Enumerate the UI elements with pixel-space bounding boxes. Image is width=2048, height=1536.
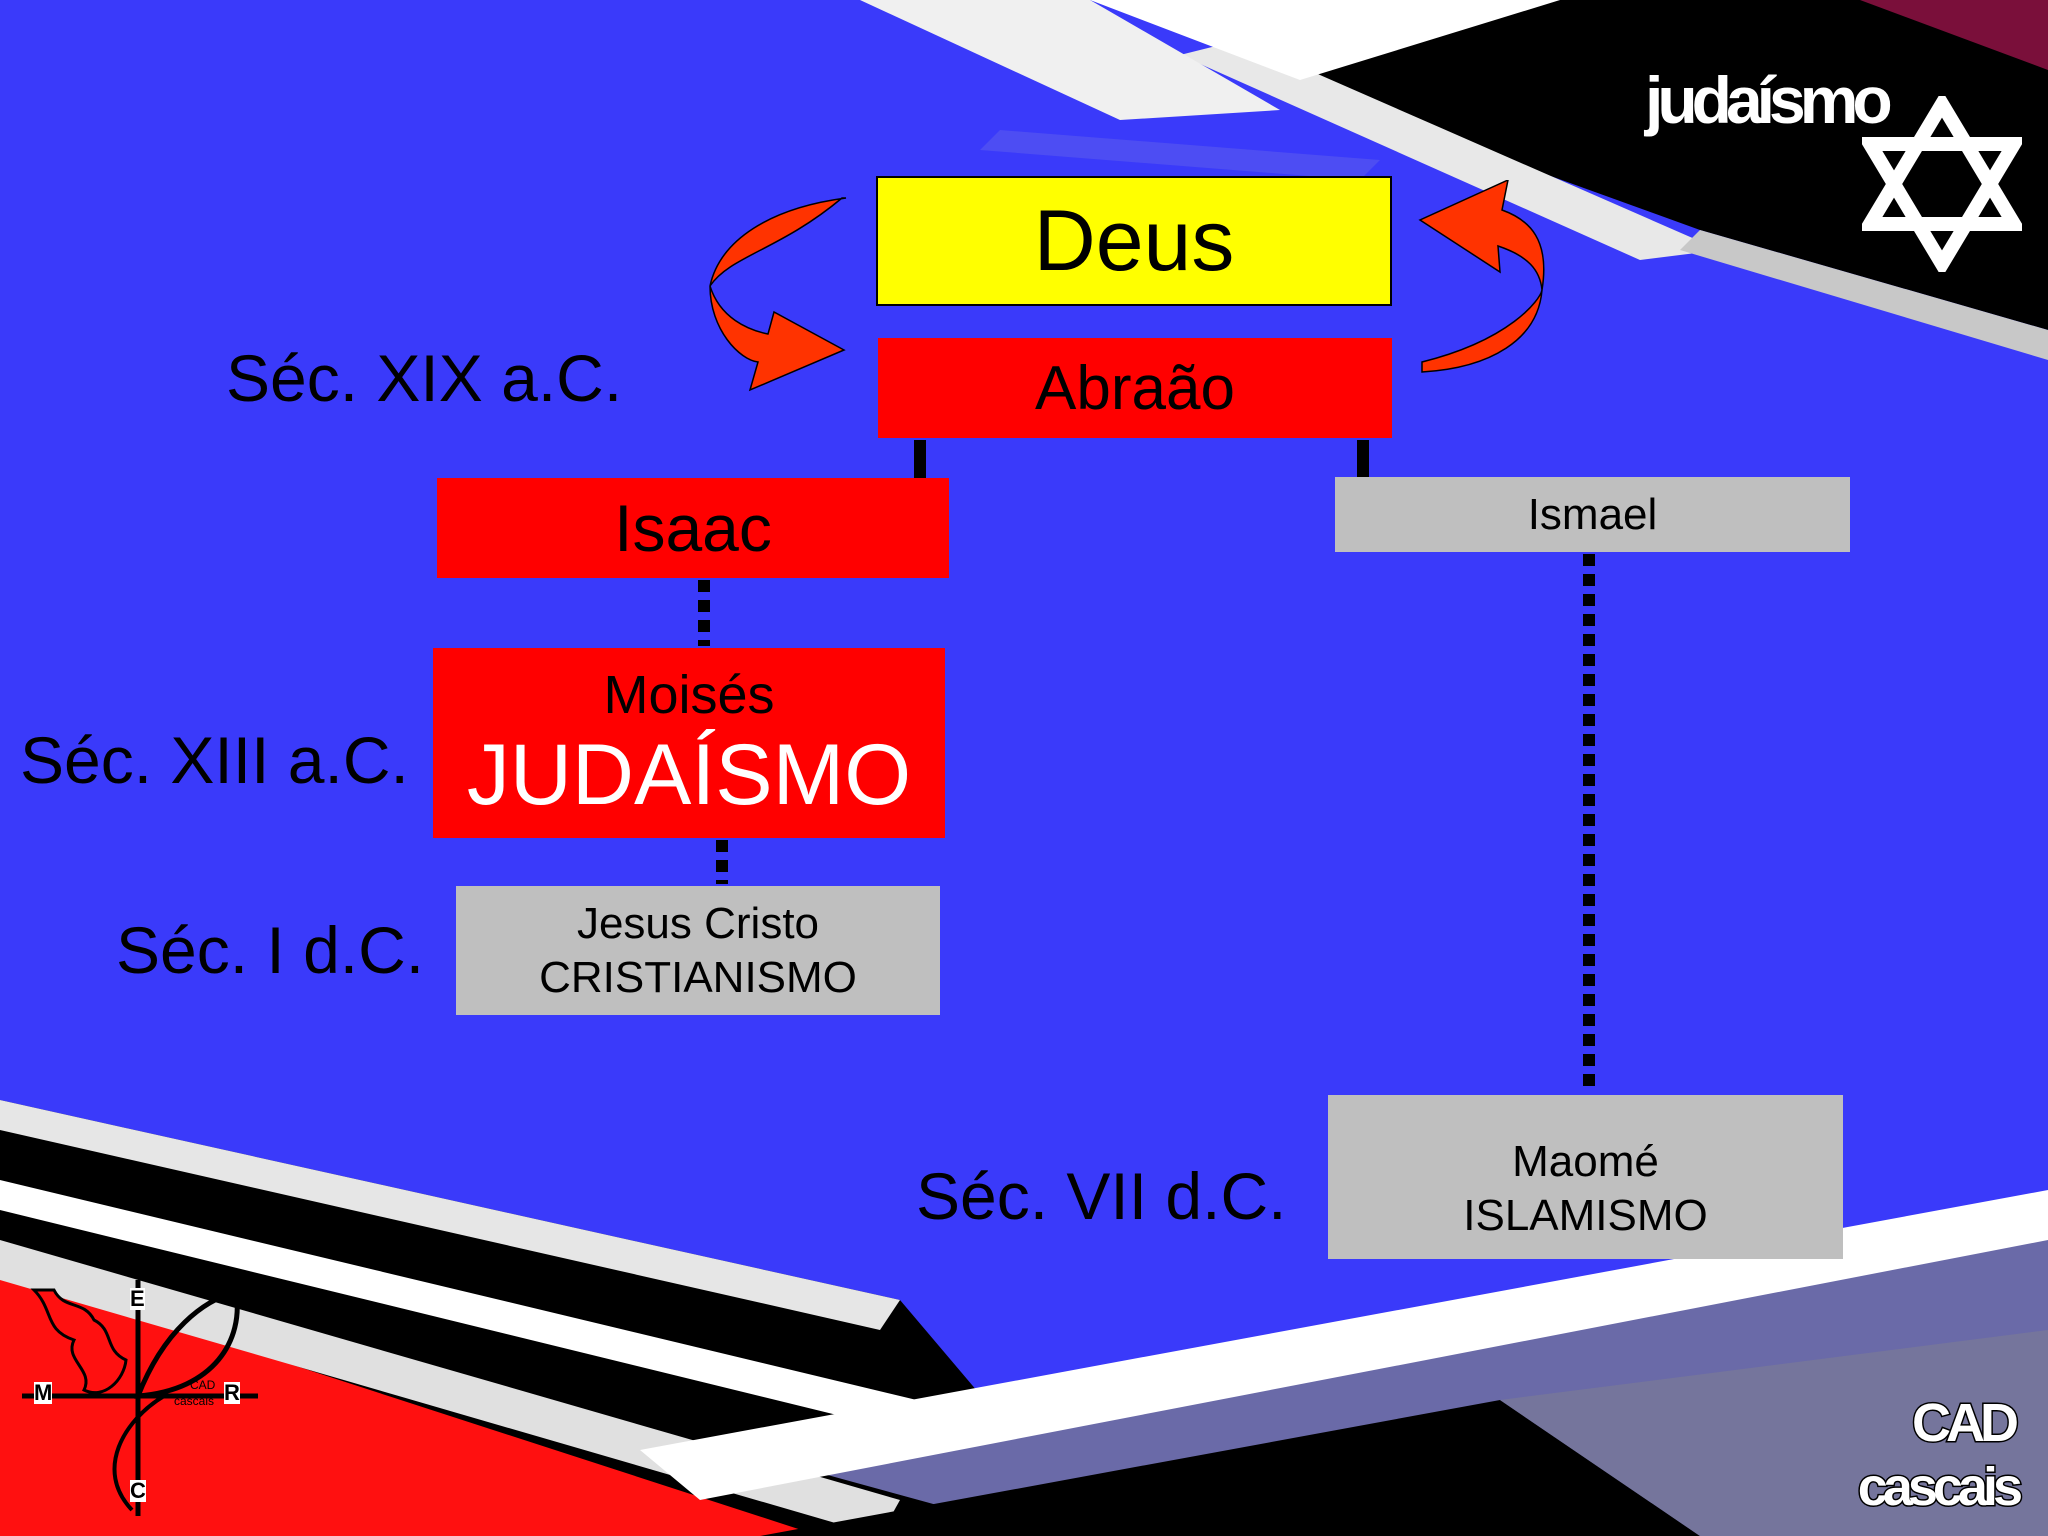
judaism-label: JUDAÍSMO (466, 727, 912, 823)
abraao-box: Abraão (878, 338, 1392, 438)
connector-abraao-ismael (1357, 440, 1369, 478)
cad-logo-line1: CAD (1911, 1392, 2021, 1455)
maome-label: Maomé (1512, 1137, 1659, 1186)
logo-letter-r: R (224, 1380, 240, 1405)
dotted-connector-isaac-moises (698, 580, 710, 646)
mcr-emblem-icon: M E R C CAD cascais (14, 1270, 264, 1520)
dotted-connector-moises-jesus (716, 840, 728, 884)
christianity-label: CRISTIANISMO (539, 952, 857, 1002)
cad-logo-line2: cascais (1856, 1456, 2024, 1519)
logo-letter-m: M (34, 1380, 53, 1405)
deus-label: Deus (1033, 192, 1235, 289)
christianity-box: Jesus Cristo CRISTIANISMO (456, 886, 940, 1015)
islam-label: ISLAMISMO (1463, 1191, 1708, 1240)
era-label-judaism: Séc. XIII a.C. (20, 723, 409, 797)
era-label-christianity: Séc. I d.C. (116, 913, 425, 987)
logo-small-cascais: cascais (174, 1394, 215, 1408)
logo-small-cad: CAD (190, 1378, 216, 1392)
jesus-label: Jesus Cristo (576, 898, 820, 948)
moises-label: Moisés (603, 665, 775, 725)
isaac-label: Isaac (614, 491, 772, 565)
era-label-patriarch: Séc. XIX a.C. (226, 341, 623, 415)
dotted-connector-ismael-maome (1583, 554, 1595, 1094)
logo-letter-e: E (130, 1286, 145, 1311)
era-label-islam: Séc. VII d.C. (916, 1159, 1287, 1233)
judaism-box: Moisés JUDAÍSMO (433, 648, 945, 838)
abraao-label: Abraão (1035, 353, 1235, 423)
islam-box: Maomé ISLAMISMO (1328, 1095, 1843, 1259)
curved-arrows-icon (709, 180, 1545, 392)
brand-title: judaísmo (1645, 63, 1893, 137)
ismael-box: Ismael (1335, 477, 1850, 552)
deus-box: Deus (876, 176, 1392, 306)
isaac-box: Isaac (437, 478, 949, 578)
logo-letter-c: C (130, 1478, 146, 1503)
ismael-label: Ismael (1527, 489, 1658, 539)
star-of-david-icon (1862, 96, 2022, 272)
connector-abraao-isaac (914, 440, 926, 478)
